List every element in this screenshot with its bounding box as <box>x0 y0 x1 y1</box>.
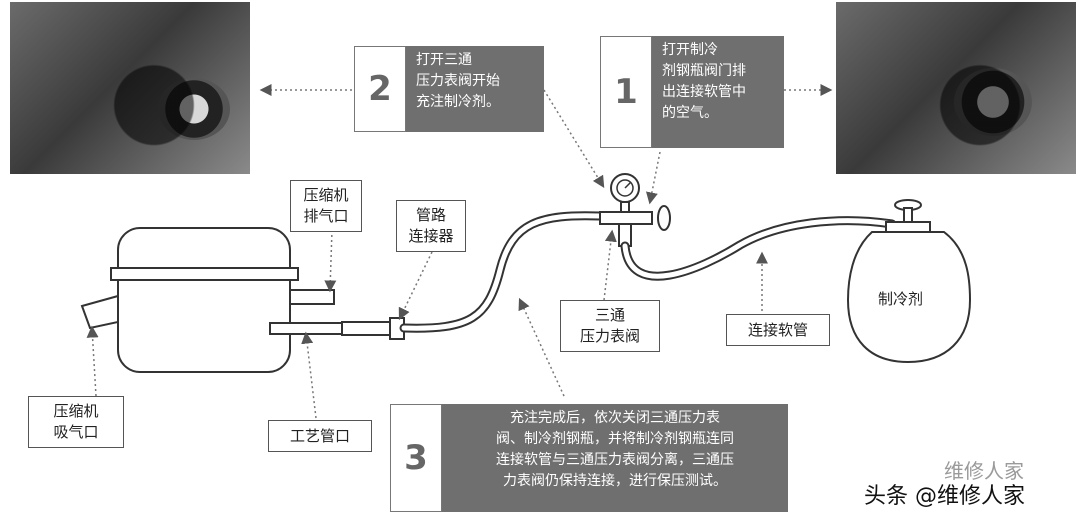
step-1-callout: 1 打开制冷 剂钢瓶阀门排 出连接软管中 的空气。 <box>600 36 784 148</box>
process-pipe-label: 工艺管口 <box>268 420 372 452</box>
three-way-gauge-valve <box>599 173 671 247</box>
step-1-number: 1 <box>600 36 652 148</box>
photo-step2 <box>10 2 250 174</box>
step-2-text: 打开三通 压力表阀开始 充注制冷剂。 <box>406 46 544 132</box>
refrigerant-label: 制冷剂 <box>878 290 924 308</box>
watermark-headline: 头条 @维修人家 <box>864 484 1025 509</box>
three-way-valve-label: 三通 压力表阀 <box>560 300 660 352</box>
step-3-number: 3 <box>390 404 442 512</box>
pipe-connector <box>341 317 405 340</box>
pressure-gauge-photo <box>954 68 1032 136</box>
step-3-text: 充注完成后，依次关闭三通压力表 阀、制冷剂钢瓶，并将制冷剂钢瓶连同 连接软管与三… <box>442 404 788 512</box>
step-2-number: 2 <box>354 46 406 132</box>
callout-connectors <box>86 84 833 419</box>
refrigerant-bottle <box>846 199 972 364</box>
compressor-discharge-label: 压缩机 排气口 <box>290 180 362 232</box>
compressor-suction-label: 压缩机 吸气口 <box>28 396 124 448</box>
step-2-callout: 2 打开三通 压力表阀开始 充注制冷剂。 <box>354 46 544 132</box>
step-3-callout: 3 充注完成后，依次关闭三通压力表 阀、制冷剂钢瓶，并将制冷剂钢瓶连同 连接软管… <box>390 404 788 512</box>
step-1-text: 打开制冷 剂钢瓶阀门排 出连接软管中 的空气。 <box>652 36 784 148</box>
pipe-connector-label: 管路 连接器 <box>396 200 466 252</box>
compressor <box>80 227 343 373</box>
photo-step1 <box>836 2 1076 174</box>
connecting-hose-label: 连接软管 <box>726 314 830 346</box>
pressure-gauge-photo <box>158 78 230 140</box>
watermark-secondary: 维修人家 <box>944 459 1024 483</box>
